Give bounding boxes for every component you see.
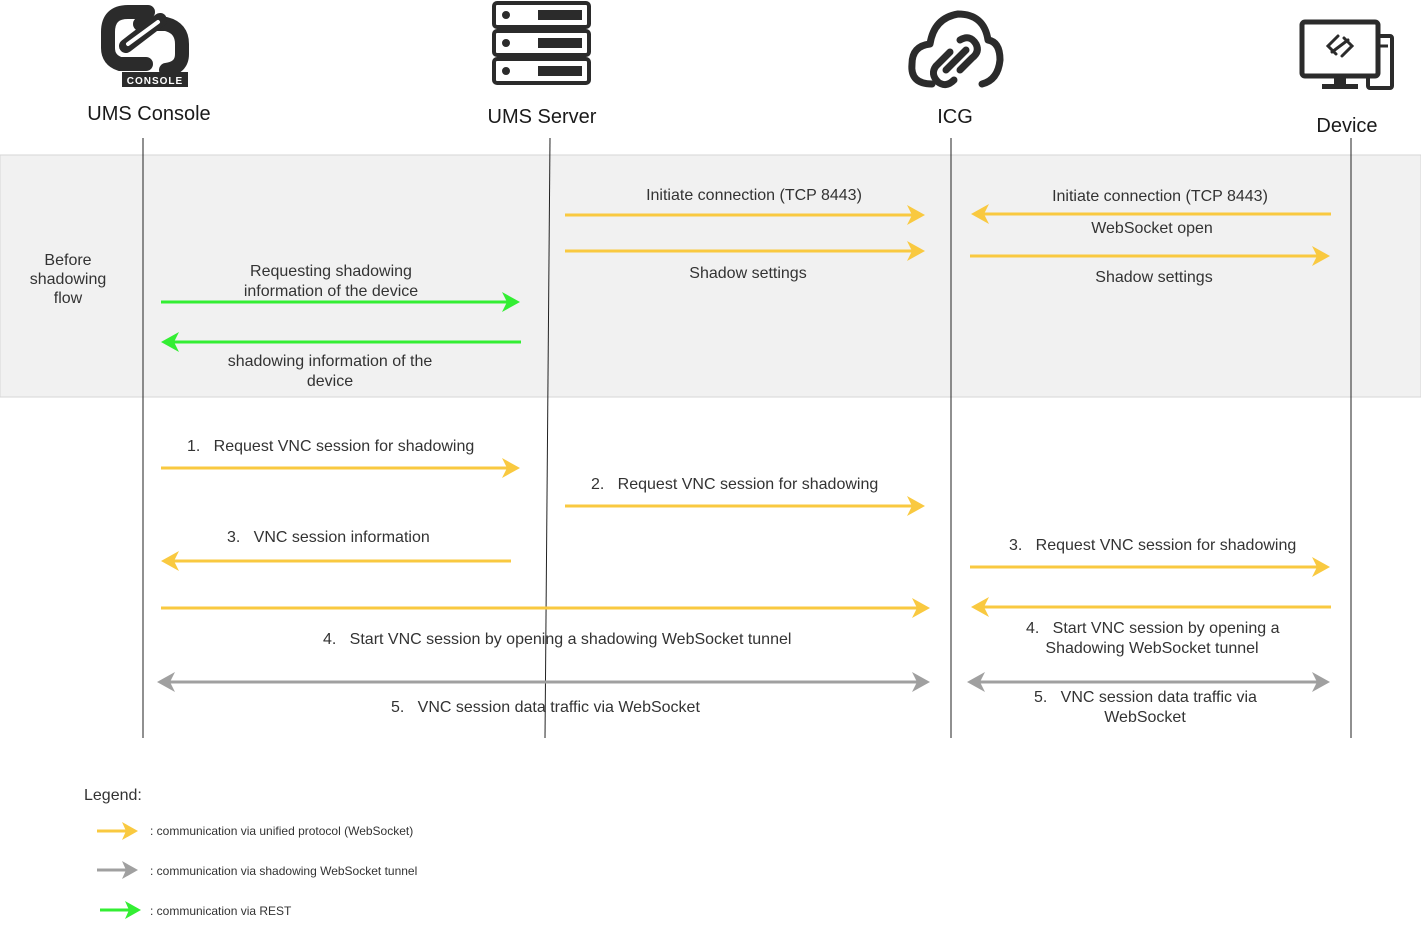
label-websocket-open: WebSocket open [1091, 220, 1213, 237]
arrow-init-conn-server [565, 205, 925, 225]
arrow-init-conn-device [971, 204, 1331, 224]
legend-text-rest: : communication via REST [150, 904, 292, 918]
label-init-conn-device: Initiate connection (TCP 8443) [1052, 188, 1268, 205]
label-step5-icg-1: 5. VNC session data traffic via [1034, 689, 1257, 706]
phase-label-line2: shadowing [30, 271, 107, 288]
phase-band [0, 154, 1421, 398]
arrow-step3-icg [970, 557, 1330, 577]
label-step4-console: 4. Start VNC session by opening a shadow… [323, 631, 791, 648]
label-step3-icg: 3. Request VNC session for shadowing [1009, 537, 1296, 554]
legend-title: Legend: [84, 787, 142, 804]
legend-text-websocket: : communication via unified protocol (We… [150, 824, 413, 838]
label-req-shadow-info-1: Requesting shadowing [250, 263, 412, 280]
label-shadow-info-1: shadowing information of the [228, 353, 433, 370]
arrow-rest-response [161, 332, 521, 352]
label-step3-console: 3. VNC session information [227, 529, 430, 546]
arrow-step2 [565, 496, 925, 516]
label-shadow-settings-server: Shadow settings [689, 265, 806, 282]
legend-item-tunnel: : communication via shadowing WebSocket … [97, 861, 417, 879]
label-shadow-settings-device: Shadow settings [1095, 269, 1212, 286]
label-shadow-info-2: device [307, 373, 353, 390]
arrow-shadow-settings-device [970, 246, 1330, 266]
arrow-step3-console [161, 551, 511, 571]
label-step4-icg-2: Shadowing WebSocket tunnel [1045, 640, 1258, 657]
phase-label-line1: Before [44, 252, 91, 269]
device-monitor-icon [1299, 19, 1394, 90]
lifeline-server [544, 137, 551, 739]
server-icon [492, 1, 591, 85]
legend-item-rest: : communication via REST [100, 901, 292, 919]
label-req-shadow-info-2: information of the device [244, 283, 418, 300]
legend-item-websocket: : communication via unified protocol (We… [97, 822, 413, 840]
label-init-conn-server: Initiate connection (TCP 8443) [646, 187, 862, 204]
actor-label-server: UMS Server [488, 106, 597, 128]
arrow-step4-icg [971, 597, 1331, 617]
label-step2: 2. Request VNC session for shadowing [591, 476, 878, 493]
label-step4-icg-1: 4. Start VNC session by opening a [1026, 620, 1280, 637]
label-step5-icg-2: WebSocket [1104, 709, 1186, 726]
arrow-step1 [161, 458, 520, 478]
legend-text-tunnel: : communication via shadowing WebSocket … [150, 864, 417, 878]
actor-label-icg: ICG [937, 106, 973, 128]
console-logo-icon: CONSOLE [101, 5, 189, 87]
actor-label-device: Device [1316, 115, 1377, 137]
actor-label-console: UMS Console [87, 103, 210, 125]
console-badge: CONSOLE [127, 76, 183, 87]
arrow-shadow-settings-server [565, 241, 925, 261]
icg-cloud-icon [908, 10, 1004, 89]
label-step1: 1. Request VNC session for shadowing [187, 438, 474, 455]
legend: Legend: : communication via unified prot… [84, 787, 417, 919]
phase-label-line3: flow [54, 290, 83, 307]
label-step5-console: 5. VNC session data traffic via WebSocke… [391, 699, 700, 716]
arrow-step5-console [157, 672, 930, 692]
arrow-step5-icg [967, 672, 1330, 692]
arrow-step4-console [161, 598, 930, 618]
arrow-rest-request [161, 292, 520, 312]
